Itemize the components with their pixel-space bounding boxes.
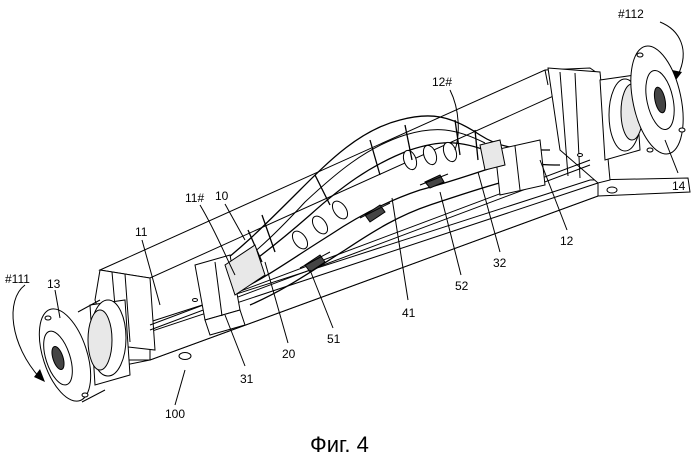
left-flange: [29, 300, 130, 407]
figure-caption: Фиг. 4: [310, 432, 369, 457]
label-112: #112: [618, 7, 644, 21]
label-52: 52: [455, 279, 469, 293]
label-32: 32: [493, 256, 507, 270]
label-11-hash: 11#: [185, 191, 204, 205]
label-12-hash: 12#: [432, 75, 452, 89]
label-51: 51: [327, 332, 341, 346]
label-100: 100: [165, 407, 185, 421]
label-13: 13: [47, 277, 61, 291]
label-20: 20: [282, 347, 296, 361]
right-flange: [600, 41, 692, 160]
label-111: #111: [5, 272, 30, 286]
label-10: 10: [215, 189, 229, 203]
label-12: 12: [560, 234, 574, 248]
label-14: 14: [672, 179, 686, 193]
right-manifold: [480, 140, 545, 195]
label-31: 31: [240, 372, 254, 386]
label-11: 11: [135, 225, 148, 239]
housing-frame: [95, 68, 690, 368]
label-41: 41: [402, 306, 416, 320]
